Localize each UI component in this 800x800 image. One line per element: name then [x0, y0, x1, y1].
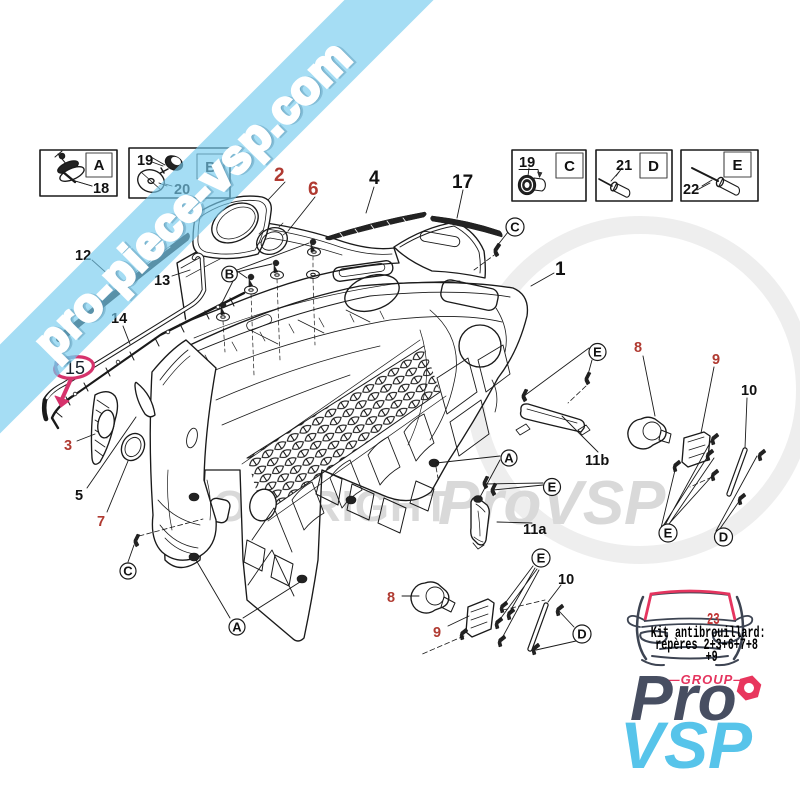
svg-text:10: 10 [558, 572, 574, 588]
svg-text:VSP: VSP [620, 708, 753, 782]
svg-text:A: A [504, 451, 514, 466]
svg-text:17: 17 [452, 172, 473, 193]
svg-text:19: 19 [137, 153, 153, 169]
svg-text:C: C [123, 564, 133, 579]
svg-text:E: E [548, 480, 557, 495]
svg-text:E: E [732, 157, 742, 174]
svg-text:11b: 11b [585, 453, 609, 469]
svg-text:5: 5 [75, 488, 83, 504]
svg-text:E: E [537, 551, 546, 566]
svg-text:23: 23 [707, 611, 720, 630]
svg-text:D: D [648, 158, 659, 175]
svg-text:C: C [510, 220, 520, 235]
svg-text:A: A [232, 620, 242, 635]
svg-text:repères 2+3+6+7+8: repères 2+3+6+7+8 [655, 637, 758, 655]
svg-text:3: 3 [64, 438, 72, 454]
svg-text:8: 8 [387, 590, 395, 606]
svg-text:1: 1 [555, 259, 566, 280]
svg-text:A: A [94, 157, 105, 174]
svg-text:+9: +9 [706, 649, 718, 667]
svg-text:Pro: Pro [630, 662, 737, 734]
svg-text:Kit antibrouillard:: Kit antibrouillard: [651, 625, 766, 643]
svg-text:D: D [577, 627, 586, 642]
svg-text:21: 21 [616, 158, 632, 174]
svg-text:B: B [225, 267, 234, 282]
svg-text:9: 9 [433, 625, 441, 641]
svg-text:—GROUP—: —GROUP— [666, 672, 748, 687]
svg-text:19: 19 [519, 155, 535, 171]
svg-text:D: D [719, 530, 728, 545]
svg-text:E: E [664, 526, 673, 541]
svg-text:18: 18 [93, 181, 109, 197]
svg-text:8: 8 [634, 340, 642, 356]
svg-text:6: 6 [308, 179, 319, 200]
svg-text:E: E [593, 345, 602, 360]
svg-text:4: 4 [369, 168, 380, 189]
svg-text:7: 7 [97, 514, 105, 530]
svg-text:C: C [564, 158, 575, 175]
svg-text:2: 2 [274, 165, 285, 186]
svg-text:9: 9 [712, 352, 720, 368]
svg-text:22: 22 [683, 182, 699, 198]
svg-text:13: 13 [154, 273, 170, 289]
svg-text:11a: 11a [523, 522, 547, 538]
svg-text:10: 10 [741, 383, 757, 399]
